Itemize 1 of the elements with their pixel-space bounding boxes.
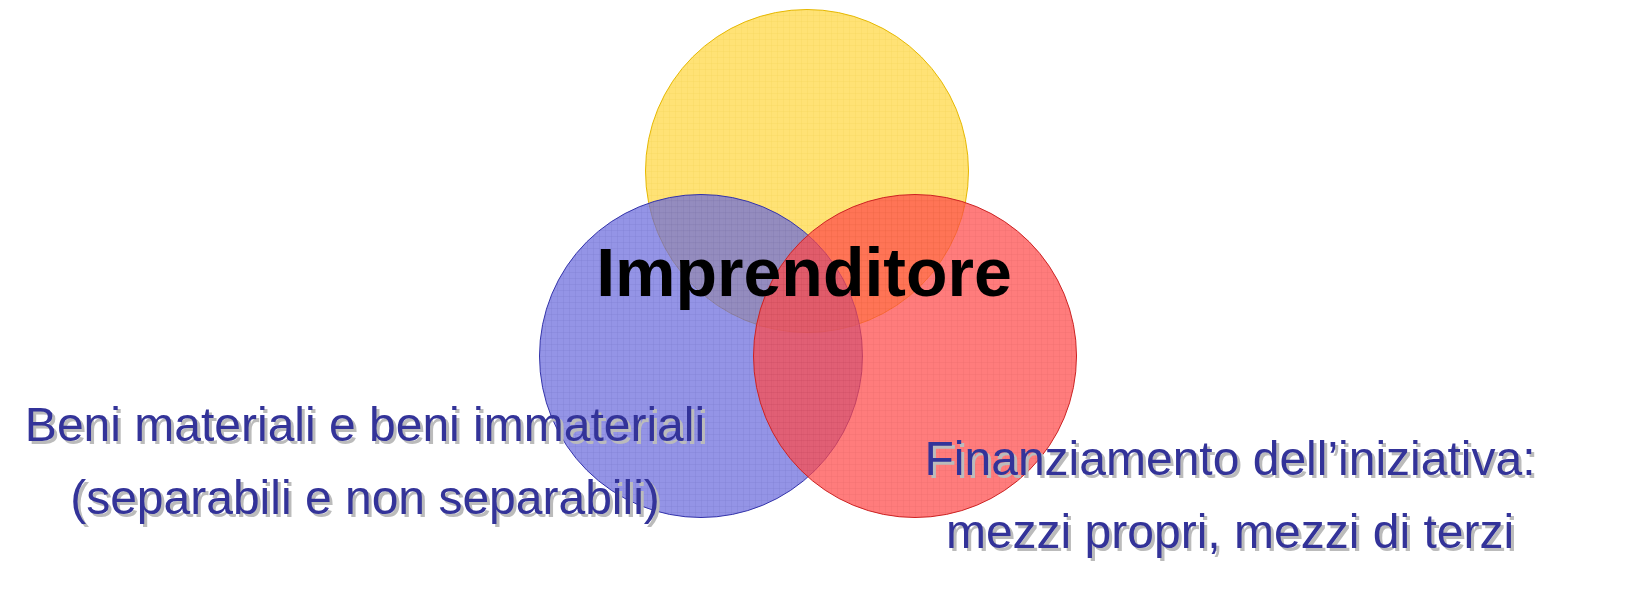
title-label: Imprenditore xyxy=(595,233,1013,312)
